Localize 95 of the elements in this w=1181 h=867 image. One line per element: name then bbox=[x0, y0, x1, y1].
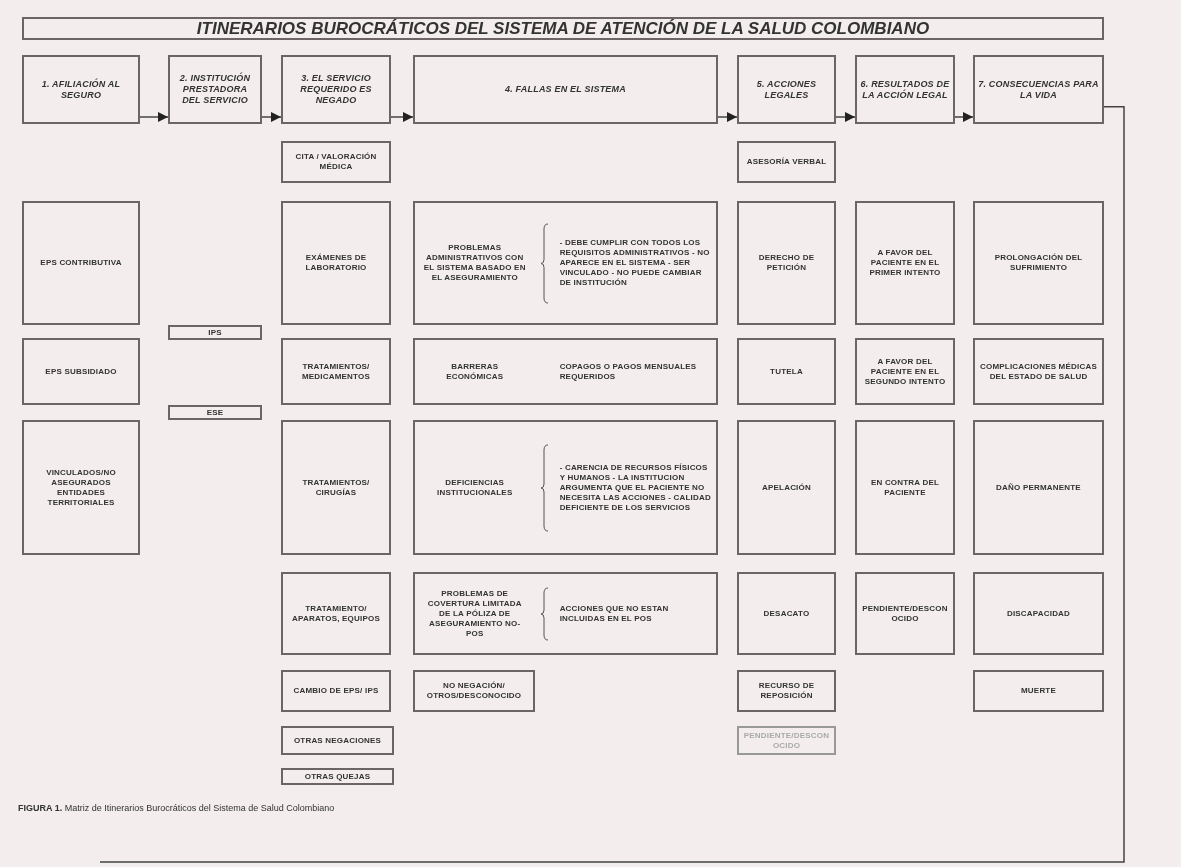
detail-list: - CARENCIA DE RECURSOS FÍSICOS Y HUMANOS - LA INSTITUCION ARGUMENTA QUE EL PACIENTE NO NECESITA LAS ACCIONES - CALIDAD DEFICIENTE DE LOS SERVICIOS bbox=[559, 462, 712, 513]
box-label: A FAVOR DEL PACIENTE EN EL PRIMER INTENTO bbox=[868, 248, 942, 278]
box-label: COMPLICACIONES MÉDICAS DEL ESTADO DE SALUD bbox=[979, 361, 1098, 382]
arrow bbox=[835, 111, 856, 123]
box-label: DERECHO DE PETICIÓN bbox=[757, 253, 816, 273]
matrix-box bbox=[737, 572, 836, 655]
matrix-box bbox=[168, 405, 262, 420]
figure-caption: FIGURA 1. Matriz de Itinerarios Burocráticos del Sistema de Salud Colombiano bbox=[18, 803, 335, 813]
box-label: PENDIENTE/DESCONOCIDO bbox=[861, 603, 949, 624]
box-label: PROBLEMAS ADMINISTRATIVOS CON EL SISTEMA BASADO EN EL ASEGURAMIENTO bbox=[422, 243, 527, 283]
matrix-box bbox=[973, 572, 1104, 655]
matrix-box bbox=[973, 338, 1104, 405]
matrix-box bbox=[737, 201, 836, 325]
box-label: TRATAMIENTOS/ MEDICAMENTOS bbox=[300, 361, 371, 382]
matrix-box bbox=[413, 338, 718, 405]
matrix-box bbox=[973, 670, 1104, 712]
matrix-box bbox=[973, 420, 1104, 555]
box-label: OTRAS QUEJAS bbox=[303, 771, 372, 782]
title-banner: ITINERARIOS BUROCRÁTICOS DEL SISTEMA DE ATENCIÓN DE LA SALUD COLOMBIANO bbox=[22, 17, 1104, 40]
matrix-box bbox=[168, 325, 262, 340]
matrix-box bbox=[281, 420, 391, 555]
box-label: ESE bbox=[205, 407, 225, 418]
matrix-box bbox=[737, 338, 836, 405]
box-label: PROBLEMAS DE COVERTURA LIMITADA DE LA PÓLIZA DE ASEGURAMIENTO NO-POS bbox=[426, 588, 523, 639]
box-label: TRATAMIENTO/ APARATOS, EQUIPOS bbox=[291, 603, 381, 624]
column-header-box bbox=[855, 55, 955, 124]
matrix-box bbox=[281, 670, 391, 712]
matrix-box bbox=[973, 201, 1104, 325]
box-label: ASESORÍA VERBAL bbox=[745, 157, 828, 167]
box-label: BARRERAS ECONÓMICAS bbox=[445, 361, 505, 382]
box-label: CITA / VALORACIÓN MÉDICA bbox=[294, 152, 378, 172]
column-header-box bbox=[973, 55, 1104, 124]
box-label: TRATAMIENTOS/ CIRUGÍAS bbox=[301, 477, 371, 498]
column-header-box bbox=[413, 55, 718, 124]
column-header-box bbox=[281, 55, 391, 124]
box-label: EPS CONTRIBUTIVA bbox=[39, 258, 123, 268]
box-label: MUERTE bbox=[1020, 686, 1057, 696]
column-header: 7. CONSECUENCIAS PARA LA VIDA bbox=[977, 78, 1100, 101]
matrix-box bbox=[281, 141, 391, 183]
box-label: DEFICIENCIAS INSTITUCIONALES bbox=[436, 477, 514, 498]
matrix-box bbox=[22, 201, 140, 325]
matrix-box bbox=[855, 338, 955, 405]
box-label: RECURSO DE REPOSICIÓN bbox=[757, 681, 816, 701]
matrix-box bbox=[737, 420, 836, 555]
column-header: 2. INSTITUCIÓN PRESTADORA DEL SERVICIO bbox=[178, 73, 252, 106]
box-label: VINCULADOS/NO ASEGURADOS ENTIDADES TERRITORIALES bbox=[45, 467, 117, 508]
box-label: PENDIENTE/DESCONOCIDO bbox=[742, 730, 831, 751]
box-label: EPS SUBSIDIADO bbox=[44, 366, 118, 377]
matrix-box bbox=[22, 338, 140, 405]
arrow bbox=[954, 111, 974, 123]
matrix-box bbox=[413, 201, 718, 325]
box-label: TUTELA bbox=[769, 366, 804, 377]
column-header-box bbox=[737, 55, 836, 124]
box-label: OTRAS NEGACIONES bbox=[292, 735, 383, 746]
arrow bbox=[261, 111, 282, 123]
column-header: 1. AFILIACIÓN AL SEGURO bbox=[40, 78, 122, 101]
matrix-box bbox=[281, 768, 394, 785]
matrix-box bbox=[855, 572, 955, 655]
box-label: DAÑO PERMANENTE bbox=[995, 482, 1082, 493]
matrix-box bbox=[22, 420, 140, 555]
matrix-box bbox=[855, 201, 955, 325]
matrix-box bbox=[281, 338, 391, 405]
box-label: DESACATO bbox=[762, 608, 811, 619]
matrix-box bbox=[281, 726, 394, 755]
matrix-box bbox=[413, 670, 535, 712]
matrix-box bbox=[737, 141, 836, 183]
detail-list: COPAGOS O PAGOS MENSUALES REQUERIDOS bbox=[559, 361, 712, 382]
arrow bbox=[139, 111, 169, 123]
box-label: IPS bbox=[207, 327, 223, 338]
box-label: NO NEGACIÓN/ OTROS/DESCONOCIDO bbox=[425, 681, 523, 701]
connector-line bbox=[99, 106, 1125, 863]
matrix-box bbox=[737, 726, 836, 755]
matrix-box bbox=[855, 420, 955, 555]
matrix-box bbox=[413, 420, 718, 555]
column-header-box bbox=[168, 55, 262, 124]
column-header: 4. FALLAS EN EL SISTEMA bbox=[504, 84, 627, 95]
box-label: DISCAPACIDAD bbox=[1005, 608, 1072, 619]
arrow bbox=[717, 111, 738, 123]
detail-list: - DEBE CUMPLIR CON TODOS LOS REQUISITOS ADMINISTRATIVOS - NO APARECE EN EL SISTEMA - SER VINCULADO - NO PUEDE CAMBIAR DE INSTITUCIÓN bbox=[559, 238, 712, 288]
detail-list: ACCIONES QUE NO ESTAN INCLUIDAS EN EL POS bbox=[559, 603, 712, 624]
box-label: EN CONTRA DEL PACIENTE bbox=[869, 477, 941, 498]
box-label: CAMBIO DE EPS/ IPS bbox=[292, 686, 380, 696]
box-label: PROLONGACIÓN DEL SUFRIMIENTO bbox=[993, 253, 1084, 273]
column-header-box bbox=[22, 55, 140, 124]
box-label: A FAVOR DEL PACIENTE EN EL SEGUNDO INTENTO bbox=[863, 356, 947, 387]
box-label: APELACIÓN bbox=[761, 482, 812, 493]
column-header: 3. EL SERVICIO REQUERIDO ES NEGADO bbox=[299, 73, 373, 106]
matrix-box bbox=[413, 572, 718, 655]
box-label: EXÁMENES DE LABORATORIO bbox=[304, 253, 368, 273]
column-header: 5. ACCIONES LEGALES bbox=[755, 78, 818, 101]
arrow bbox=[390, 111, 414, 123]
column-header: 6. RESULTADOS DE LA ACCIÓN LEGAL bbox=[859, 78, 951, 101]
matrix-box bbox=[281, 201, 391, 325]
matrix-box bbox=[281, 572, 391, 655]
matrix-box bbox=[737, 670, 836, 712]
